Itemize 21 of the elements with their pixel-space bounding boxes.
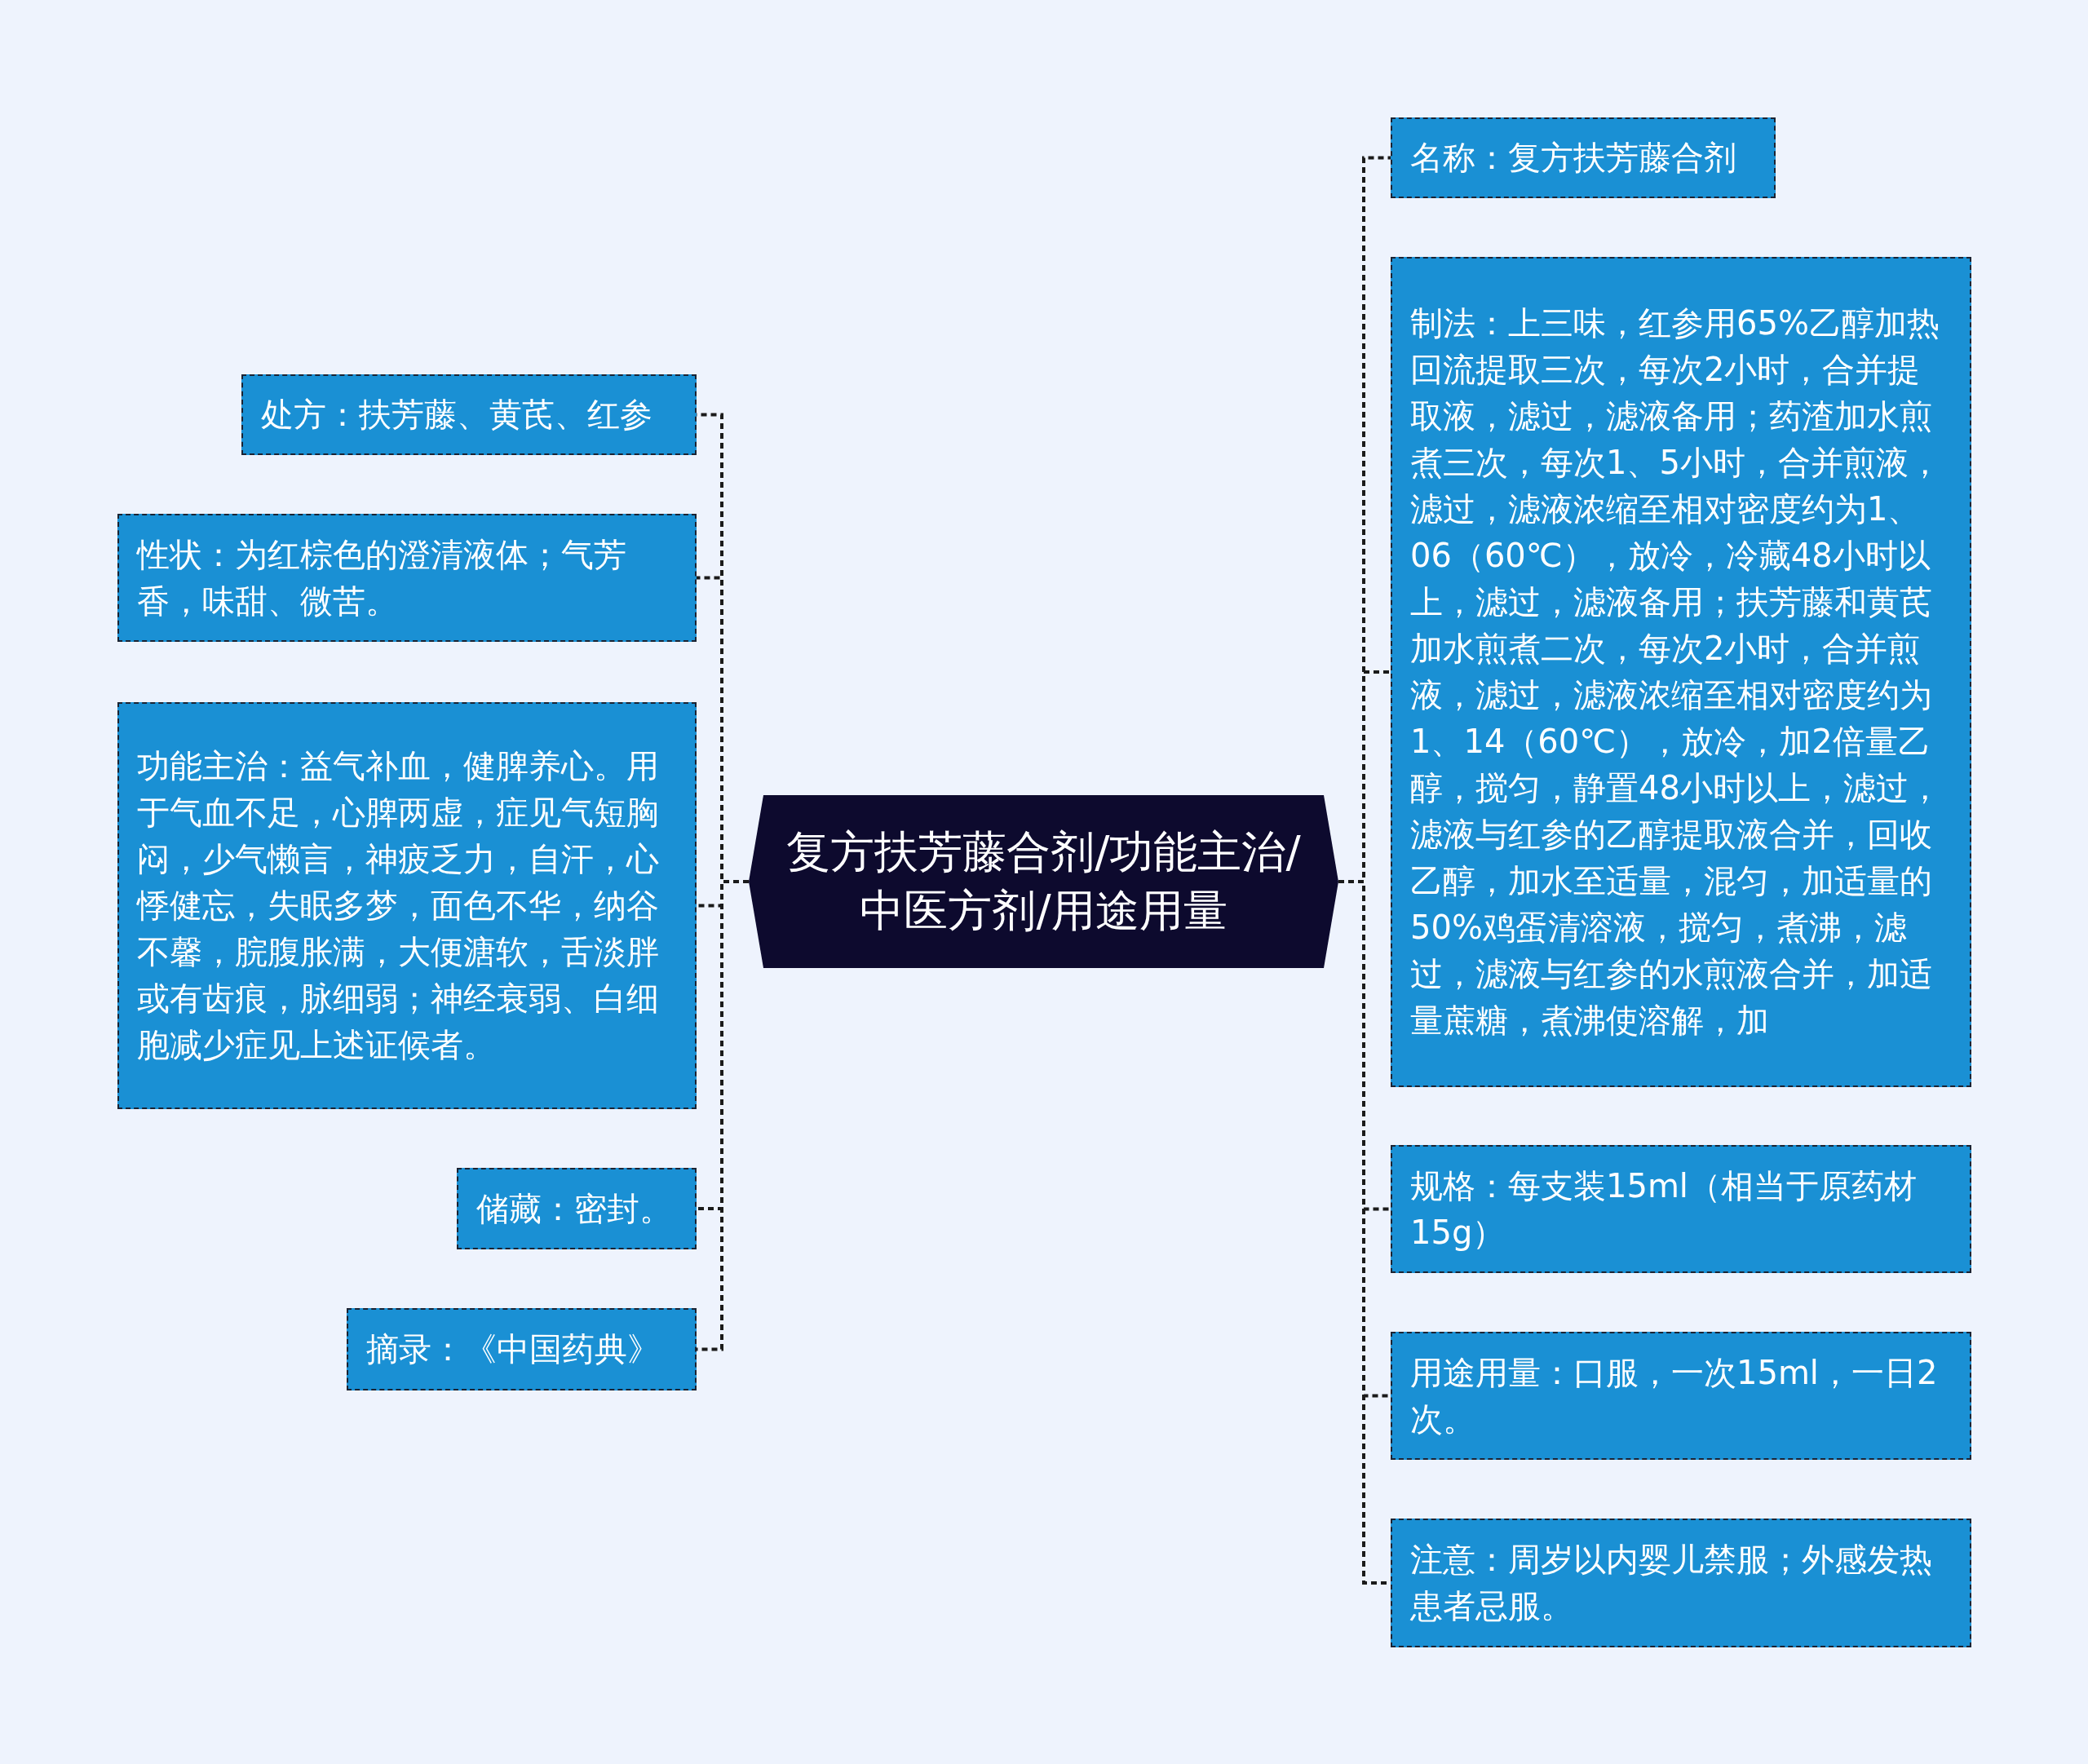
topic-text: 性状：为红棕色的澄清液体；气芳香，味甜、微苦。: [137, 534, 627, 621]
topic-text: 注意：周岁以内婴儿禁服；外感发热患者忌服。: [1410, 1540, 1933, 1626]
topic-text: 功能主治：益气补血，健脾养心。用于气血不足，心脾两虚，症见气短胸闷，少气懒言，神疲乏力，自汗，心悸健忘，失眠多梦，面色不华，纳谷不馨，脘腹胀满，大便溏软，舌淡胖或有齿痕，脉细弱；神经衰弱、白细胞减少症见上述证候者。: [137, 746, 660, 1065]
topic-box: [1391, 1519, 1971, 1647]
topic-text: 摘录：《中国药典》: [366, 1329, 660, 1369]
topic-box: [117, 702, 697, 1109]
topic-box: [1391, 257, 1971, 1087]
topic-box: [1391, 117, 1776, 198]
topic-text: 储藏：密封。: [476, 1188, 672, 1229]
topic-text: 处方：扶芳藤、黄芪、红参: [261, 395, 652, 435]
topic-box: [1391, 1145, 1971, 1273]
topic-text: 用途用量：口服，一次15ml，一日2次。: [1410, 1352, 1939, 1439]
central-topic-text: 复方扶芳藤合剂/功能主治/中医方剂/用途用量: [785, 825, 1302, 938]
topic-box: [117, 514, 697, 642]
topic-text: 规格：每支装15ml（相当于原药材15g）: [1410, 1165, 1918, 1253]
topic-text: 名称：复方扶芳藤合剂: [1410, 138, 1736, 178]
topic-box: [457, 1168, 697, 1249]
topic-text: 制法：上三味，红参用65%乙醇加热回流提取三次，每次2小时，合并提取液，滤过，滤液备用；药渣加水煎煮三次，每次1、5小时，合并煎液，滤过，滤液浓缩至相对密度约为1、06（60℃），放冷，冷藏48小时以上，滤过，滤液备用；扶芳藤和黄芪加水煎煮二次，每次2小时，合并煎液，滤过，滤液浓缩至相对密度约为1、14（60℃），放冷，加2倍量乙醇，搅匀，静置48小时以上，滤过，滤液与红参的乙醇提取液合并，回收乙醇，加水至适量，混匀，加适量的50%鸡蛋清溶液，搅匀，煮沸，滤过，滤液与红参的水煎液合并，加适量蔗糖，煮沸使溶解，加: [1410, 303, 1942, 1041]
topic-box: [241, 374, 697, 455]
topic-box: [1391, 1332, 1971, 1460]
topic-box: [347, 1308, 697, 1390]
